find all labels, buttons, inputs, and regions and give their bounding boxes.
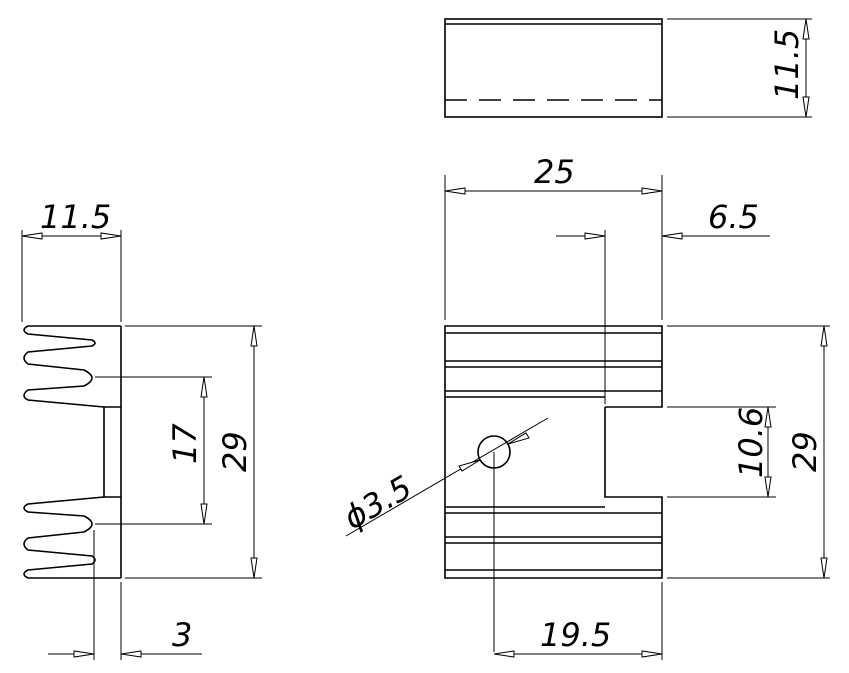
upper-fins [23, 325, 121, 408]
side-width-label: 11.5 [40, 198, 111, 236]
front-notch-label: 6.5 [708, 198, 759, 236]
front-width-label: 25 [534, 153, 575, 191]
hole-diameter-label: ϕ3.5 [337, 468, 418, 537]
top-height-label: 11.5 [768, 29, 806, 100]
front-height-label: 29 [786, 431, 824, 472]
side-view: 11.5 29 17 3 [21, 198, 262, 660]
side-hole-spacing-label: 17 [166, 423, 204, 464]
front-slot-label: 10.6 [732, 407, 770, 478]
front-view: 25 6.5 29 10.6 19.5 ϕ3.5 [337, 153, 830, 660]
lower-fins [23, 496, 121, 579]
front-hole-offset-label: 19.5 [540, 616, 611, 654]
side-offset-label: 3 [172, 616, 192, 654]
side-height-label: 29 [216, 431, 254, 472]
top-view: 11.5 [444, 18, 812, 118]
